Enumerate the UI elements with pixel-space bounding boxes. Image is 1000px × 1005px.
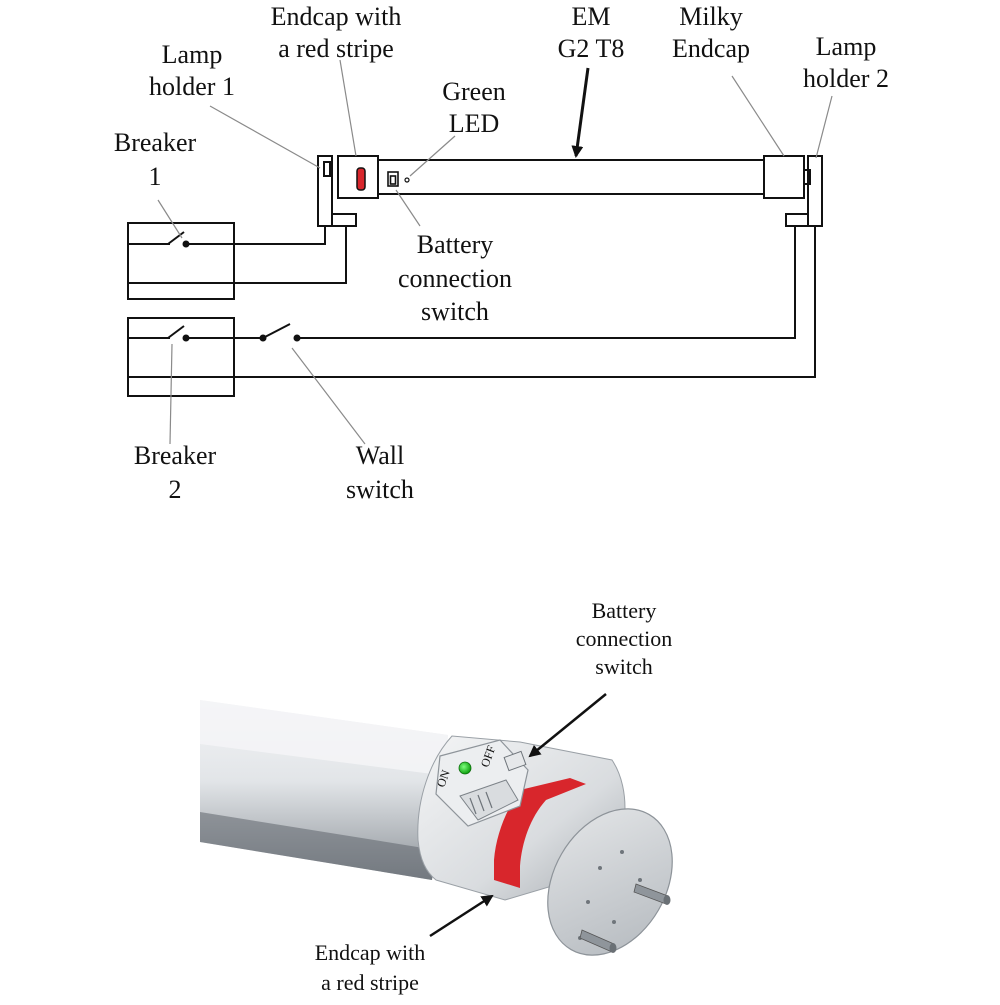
photo-tube-highlight xyxy=(200,700,448,775)
photo-pins xyxy=(579,883,671,953)
diagram-labels: Endcap with a red stripe EM G2 T8 Milky … xyxy=(114,2,889,504)
label-em-1: EM xyxy=(572,2,611,31)
photo-labels: Battery connection switch Endcap with a … xyxy=(315,598,673,995)
label-breaker-2-a: Breaker xyxy=(134,441,217,470)
wires xyxy=(186,226,816,378)
label-lamp-holder-2-b: holder 2 xyxy=(803,64,889,93)
green-led-symbol xyxy=(404,177,410,183)
battery-switch-symbol xyxy=(387,171,399,187)
product-photo: ON OFF Battery connection switch Endcap … xyxy=(200,598,673,995)
label-green-led-2: LED xyxy=(449,109,500,138)
label-milky-1: Milky xyxy=(679,2,743,31)
label-breaker-1-a: Breaker xyxy=(114,128,197,157)
photo-switch-on: ON xyxy=(434,768,453,789)
breaker-1 xyxy=(127,222,235,300)
photo-battery-switch xyxy=(435,739,529,827)
photo-green-led xyxy=(458,761,472,775)
photo-label-endcap-1: Endcap with xyxy=(315,940,426,965)
label-endcap-red-2: a red stripe xyxy=(278,34,394,63)
photo-endcap-arrow xyxy=(429,894,494,938)
photo-label-battery-1: Battery xyxy=(592,598,657,623)
label-em-2: G2 T8 xyxy=(558,34,625,63)
photo-label-battery-3: switch xyxy=(595,654,652,679)
photo-label-battery-2: connection xyxy=(576,626,673,651)
label-breaker-2-b: 2 xyxy=(169,475,182,504)
photo-tube-shadow xyxy=(200,812,436,880)
photo-endcap-face xyxy=(547,808,673,956)
label-lamp-holder-1-a: Lamp xyxy=(162,40,223,69)
red-stripe xyxy=(356,167,366,191)
breaker-2 xyxy=(127,317,235,397)
wall-switch xyxy=(259,323,301,342)
label-wall-switch-1: Wall xyxy=(356,441,404,470)
label-battery-switch-2: connection xyxy=(398,264,512,293)
label-lamp-holder-1-b: holder 1 xyxy=(149,72,235,101)
label-battery-switch-1: Battery xyxy=(417,230,494,259)
photo-battery-switch-arrow xyxy=(528,693,607,758)
photo-face-holes xyxy=(578,850,642,940)
label-milky-2: Endcap xyxy=(672,34,750,63)
label-breaker-1-b: 1 xyxy=(149,162,162,191)
label-lamp-holder-2-a: Lamp xyxy=(816,32,877,61)
endcap-red-stripe xyxy=(337,155,379,199)
milky-endcap xyxy=(763,155,805,199)
em-arrow xyxy=(571,67,590,158)
wiring-diagram: Endcap with a red stripe EM G2 T8 Milky … xyxy=(114,2,889,504)
label-wall-switch-2: switch xyxy=(346,475,414,504)
label-battery-switch-3: switch xyxy=(421,297,489,326)
tube-body xyxy=(375,159,767,195)
photo-label-endcap-2: a red stripe xyxy=(321,970,419,995)
label-green-led-1: Green xyxy=(442,77,506,106)
leader-lines xyxy=(157,59,833,445)
label-endcap-red-1: Endcap with xyxy=(271,2,402,31)
